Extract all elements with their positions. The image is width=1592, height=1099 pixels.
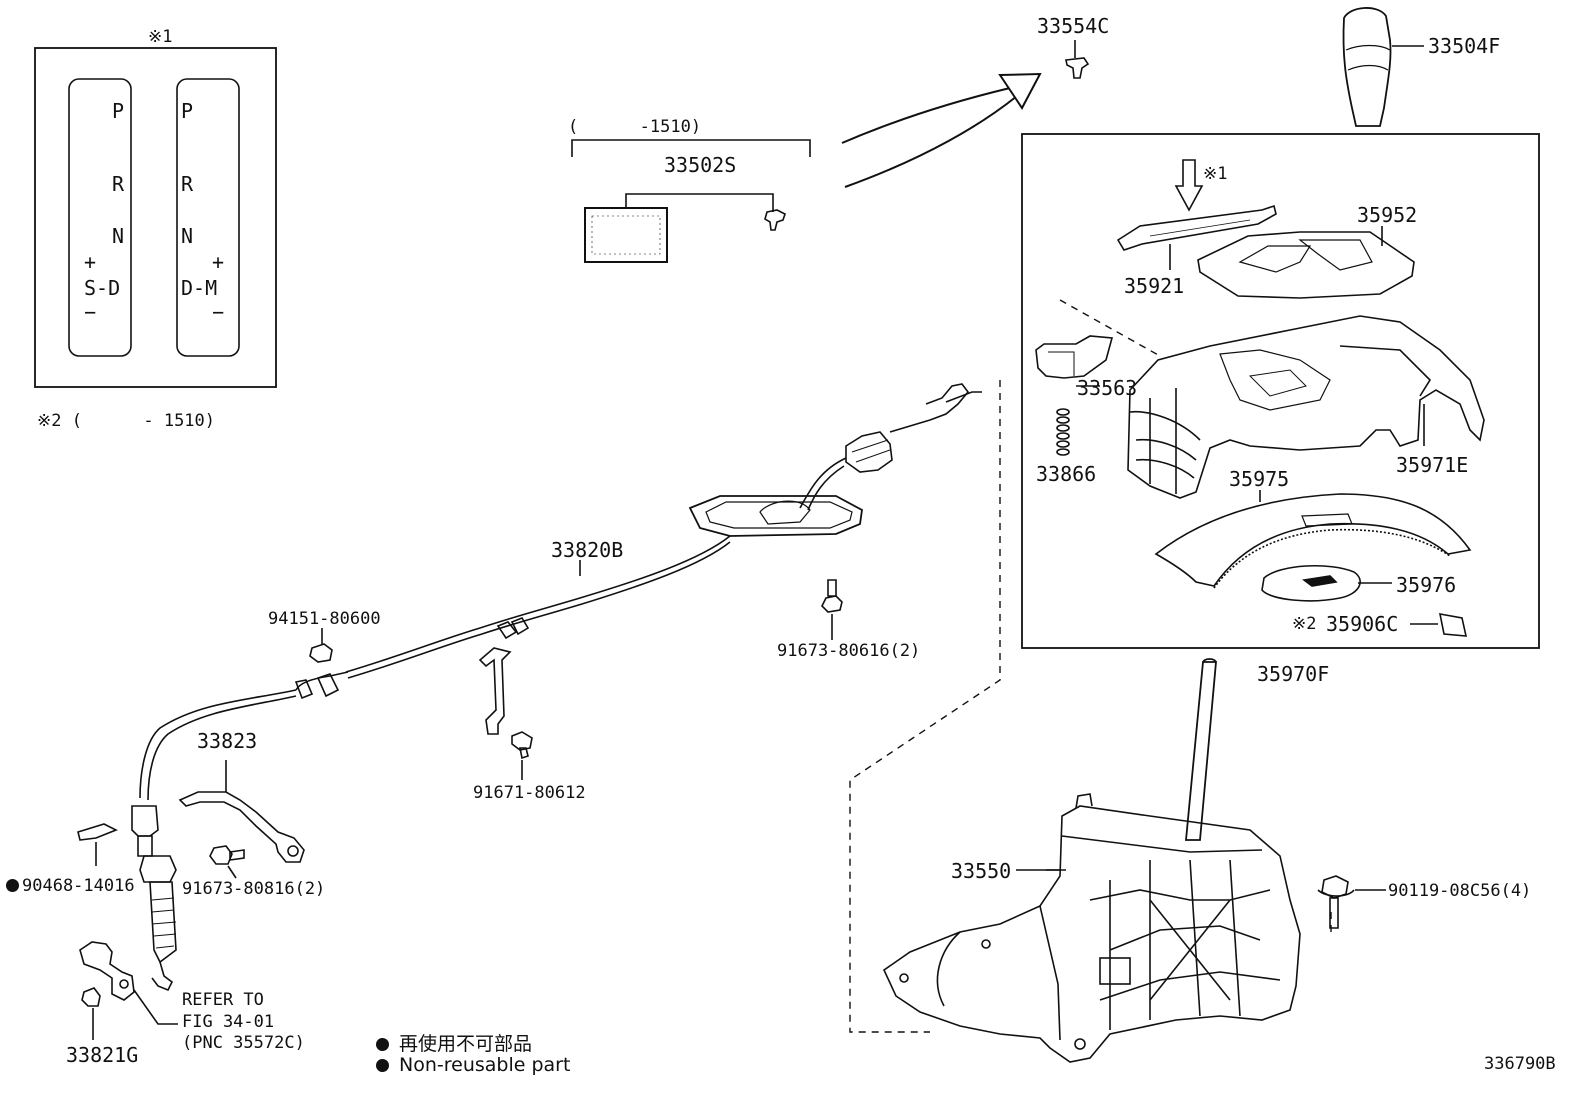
callout-33504F: 33504F bbox=[1428, 34, 1501, 58]
callout-35921: 35921 bbox=[1124, 274, 1185, 298]
clip-33502S bbox=[764, 209, 786, 231]
bracket-33821G bbox=[79, 941, 178, 1040]
left-gate-r: R bbox=[112, 172, 125, 196]
callout-33502S: 33502S bbox=[664, 153, 737, 177]
refer-line-2: FIG 34-01 bbox=[182, 1012, 275, 1032]
shift-knob-33504F bbox=[1342, 7, 1424, 127]
callout-35970F: 35970F bbox=[1257, 662, 1330, 686]
callout-33550: 33550 bbox=[951, 859, 1012, 883]
bracket-33502S bbox=[571, 139, 811, 263]
direction-arrows bbox=[841, 72, 1042, 188]
tag-35906C bbox=[1410, 613, 1468, 637]
shift-lever-rod bbox=[1185, 658, 1217, 841]
callout-91671-80612: 91671-80612 bbox=[473, 783, 586, 803]
right-gate-p: P bbox=[181, 99, 194, 123]
gate-plate-right bbox=[176, 78, 240, 357]
bolt-91671 bbox=[511, 731, 533, 780]
callout-90119-08C56: 90119-08C56(4) bbox=[1388, 881, 1532, 901]
callout-94151-80600: 94151-80600 bbox=[268, 609, 381, 629]
guide-lines bbox=[849, 299, 1332, 1033]
left-gate-n: N bbox=[112, 224, 125, 248]
legend-jp-text: 再使用不可部品 bbox=[399, 1033, 533, 1055]
callout-35975: 35975 bbox=[1229, 467, 1290, 491]
callout-33823: 33823 bbox=[197, 729, 258, 753]
left-gate-minus: − bbox=[84, 300, 97, 324]
callout-91673-80616: 91673-80616(2) bbox=[777, 641, 921, 661]
bolt-90119 bbox=[1317, 875, 1386, 929]
assembly-box-35970F bbox=[1021, 133, 1540, 649]
legend-dot-jp bbox=[376, 1038, 389, 1051]
gate-plate-left bbox=[68, 78, 132, 357]
diagram-id: 336790B bbox=[1484, 1054, 1556, 1074]
gate-panel-note: ※2 ( - 1510) bbox=[37, 411, 216, 431]
callout-91673-80816: 91673-80816(2) bbox=[182, 879, 326, 899]
callout-35971E: 35971E bbox=[1396, 453, 1469, 477]
bolt-91673-80616 bbox=[821, 579, 843, 640]
left-gate-sd: S-D bbox=[84, 276, 121, 300]
plate-35976 bbox=[1261, 564, 1392, 602]
cable-end-lower bbox=[131, 805, 177, 992]
left-gate-p: P bbox=[112, 99, 125, 123]
refer-line-3: (PNC 35572C) bbox=[182, 1033, 305, 1053]
callout-90468-text: 90468-14016 bbox=[22, 876, 135, 896]
callout-35952: 35952 bbox=[1357, 203, 1418, 227]
shift-gate-panel bbox=[34, 47, 277, 388]
refer-line-1: REFER TO bbox=[182, 990, 264, 1010]
left-gate-plus: + bbox=[84, 250, 97, 274]
right-gate-n: N bbox=[181, 224, 194, 248]
legend-jp: 再使用不可部品 bbox=[376, 1029, 532, 1056]
plate-33502S bbox=[584, 207, 668, 263]
bracket-33823 bbox=[178, 760, 305, 863]
spring-33866 bbox=[1056, 408, 1070, 456]
shift-cable-33820B bbox=[139, 383, 982, 801]
right-gate-plus: + bbox=[212, 250, 225, 274]
bracket-33563 bbox=[1035, 335, 1114, 387]
non-reusable-dot bbox=[6, 879, 19, 892]
callout-33866: 33866 bbox=[1036, 462, 1097, 486]
callout-33554C: 33554C bbox=[1037, 14, 1110, 38]
legend-dot-en bbox=[376, 1059, 389, 1072]
clip-33554C bbox=[1065, 57, 1090, 79]
callout-33563: 33563 bbox=[1077, 376, 1138, 400]
note-arrow-1 bbox=[1174, 159, 1204, 212]
callout-33821G: 33821G bbox=[66, 1043, 139, 1067]
legend-en-text: Non-reusable part bbox=[399, 1054, 571, 1076]
leader-lines bbox=[579, 560, 1060, 871]
bezel-35921 bbox=[1116, 204, 1277, 270]
gate-panel-title: ※1 bbox=[148, 27, 173, 47]
plate-35952 bbox=[1197, 226, 1415, 299]
cable-bracket bbox=[478, 647, 512, 735]
right-gate-r: R bbox=[181, 172, 194, 196]
callout-90468-14016: 90468-14016 bbox=[6, 878, 135, 895]
cover-35975 bbox=[1154, 490, 1472, 589]
callout-range-33502S: ( -1510) bbox=[568, 117, 702, 137]
bolt-91673-80816 bbox=[209, 845, 245, 879]
housing-35971E bbox=[1127, 315, 1485, 499]
callout-note-mark-1: ※1 bbox=[1203, 164, 1228, 184]
shifter-assembly-33550 bbox=[882, 793, 1301, 1063]
callout-35976: 35976 bbox=[1396, 573, 1457, 597]
callout-35906C: 35906C bbox=[1326, 612, 1399, 636]
callout-35906C-mark: ※2 bbox=[1292, 614, 1317, 634]
clip-90468 bbox=[77, 823, 118, 866]
right-gate-minus: − bbox=[212, 300, 225, 324]
right-gate-dm: D-M bbox=[181, 276, 218, 300]
callout-33820B: 33820B bbox=[551, 538, 624, 562]
legend-en: Non-reusable part bbox=[376, 1054, 570, 1076]
nut-94151 bbox=[309, 628, 333, 663]
